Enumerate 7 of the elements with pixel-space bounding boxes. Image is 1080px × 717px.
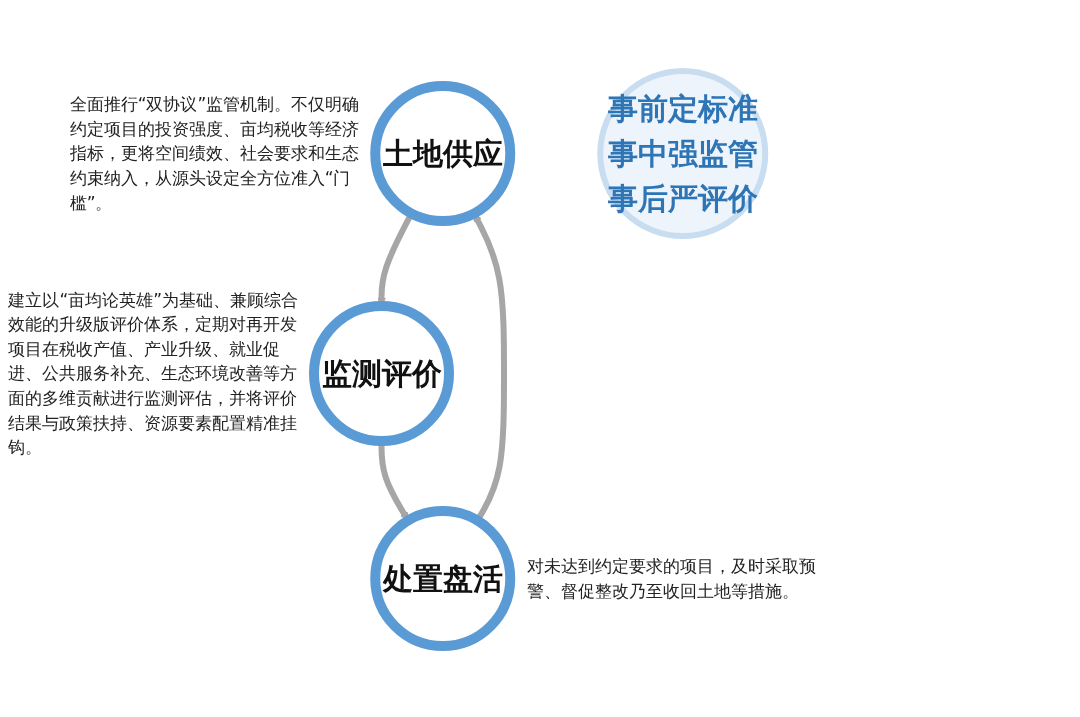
- description-text: 建立以“亩均论英雄”为基础、兼顾综合效能的升级版评价体系，定期对再开发项目在税收产值、产业升级、就业促进、公共服务补充、生态环境改善等方面的多维贡献进行监测评估，并将评价结果与政策扶持、资源要素配置精准挂钩。: [8, 288, 299, 460]
- description-text: 全面推行“双协议”监管机制。不仅明确约定项目的投资强度、亩均税收等经济指标，更将空间绩效、社会要求和生态约束纳入，从源头设定全方位准入“门槛”。: [69, 93, 360, 215]
- node-circle: 处置盘活: [370, 506, 516, 651]
- node-circle: 土地供应: [370, 81, 516, 226]
- node-circle: 监测评价: [309, 301, 455, 446]
- node-circle: 事前定标准 事中强监管 事后严评价: [597, 68, 769, 239]
- description-text: 对未达到约定要求的项目，及时采取预警、督促整改乃至收回土地等措施。: [526, 555, 817, 603]
